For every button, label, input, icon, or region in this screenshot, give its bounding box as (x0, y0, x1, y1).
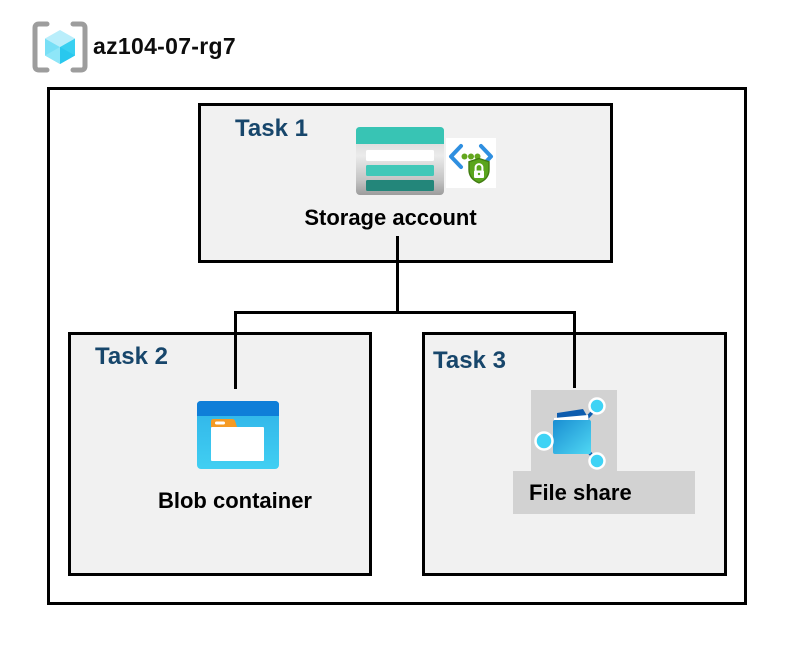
task3-box: Task 3 File share (422, 332, 727, 576)
connector-horizontal (234, 311, 576, 314)
connector-to-file-share (573, 312, 576, 388)
task2-label: Task 2 (95, 343, 168, 370)
blob-container-icon (197, 401, 279, 474)
blob-container-label: Blob container (157, 488, 312, 513)
task2-box: Task 2 Blob container (68, 332, 372, 576)
storage-account-label: Storage account (304, 205, 477, 230)
resource-group-icon (31, 21, 89, 78)
connector-to-blob-container (234, 312, 237, 389)
storage-account-icon (356, 127, 444, 200)
task1-box: Task 1 (198, 103, 613, 263)
resource-group-name: az104-07-rg7 (93, 33, 236, 59)
file-share-icon (531, 390, 617, 472)
task3-label: Task 3 (433, 347, 506, 374)
file-share-label: File share (513, 471, 695, 514)
connector-storage-trunk (396, 236, 399, 313)
task1-label: Task 1 (235, 115, 308, 142)
secured-code-icon (446, 138, 496, 188)
